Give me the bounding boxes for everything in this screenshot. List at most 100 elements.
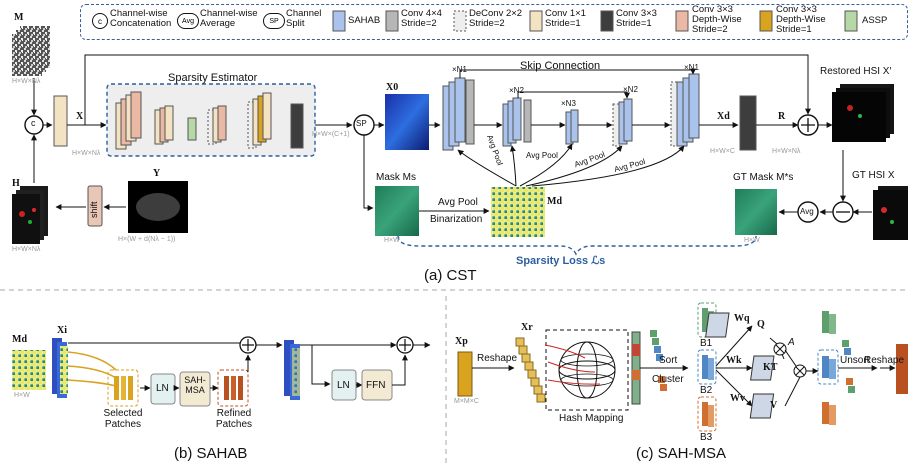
sahmsa-label-sort: Sort (659, 355, 678, 366)
sahab-label-Md: Md (12, 334, 27, 345)
label-X0: X0 (386, 82, 399, 93)
label-H-dims: H×W×Nλ (12, 246, 41, 253)
sahmsa-output (896, 344, 908, 394)
label-X: X (76, 111, 84, 122)
sahab-label-Md-dims: H×W (14, 392, 30, 399)
label-se-dims: H×W×(C+1) (312, 131, 350, 138)
legend-avg-label: Channel-wise Average (200, 8, 258, 29)
hashed-token-bar (631, 331, 641, 405)
legend-concat-label: Channel-wise Concatenation (110, 8, 172, 29)
label-skip-connection: Skip Connection (520, 60, 601, 72)
label-Xd-dims: H×W×C (710, 148, 735, 155)
label-M-dims: H×W×Nλ (12, 78, 41, 85)
label-M: M (14, 12, 24, 23)
sahmsa-label-Xr: Xr (521, 322, 533, 333)
shifted-H-image (12, 186, 48, 244)
label-sparsity-loss: Sparsity Loss ℒs (516, 255, 606, 267)
label-gt-hsi: GT HSI X (852, 170, 895, 181)
sahmsa-Xr-tokens (515, 337, 546, 403)
sahmsa-label-Q: Q (757, 319, 765, 330)
sahmsa-label-hash: Hash Mapping (559, 413, 624, 424)
sahab-output-stack (284, 340, 300, 400)
label-gt-mask: GT Mask M*s (733, 172, 794, 183)
sparsity-estimator-blocks (115, 91, 304, 150)
label-X-dims: H×W×Nλ (72, 150, 101, 157)
mask-Md-grid (491, 187, 545, 237)
legend-sp-symbol: SP (263, 13, 285, 29)
label-n1-right: ×N1 (684, 63, 699, 72)
gt-hsi-image (873, 186, 908, 240)
sorted-tokens (650, 330, 667, 391)
shift-op (87, 185, 103, 227)
label-Y-dims: H×(W + d(Nλ − 1)) (118, 236, 176, 243)
sahab-Xi-stack (52, 338, 68, 398)
label-shift: shift (89, 201, 99, 218)
label-mask-ms: Mask Ms (376, 172, 416, 183)
label-avg-pool-2: Avg Pool (526, 151, 558, 160)
sparsity-loss-brace (397, 235, 757, 256)
caption-sahmsa: (c) SAH-MSA (636, 445, 726, 462)
hash-mapping-box (545, 329, 629, 411)
label-n1-left: ×N1 (452, 65, 467, 74)
sahmsa-label-B1: B1 (700, 338, 713, 349)
sahmsa-label-B3: B3 (700, 432, 713, 443)
sahmsa-label-V: V (770, 400, 778, 411)
sahab-label-ln2: LN (337, 380, 350, 391)
label-R-dims: H×W×Nλ (772, 148, 801, 155)
sahmsa-label-Wq: Wq (734, 313, 750, 324)
sahmsa-label-A: A (788, 337, 795, 348)
output-conv3x3 (739, 95, 757, 151)
label-n3: ×N3 (561, 99, 576, 108)
label-R: R (778, 111, 786, 122)
label-H: H (12, 178, 20, 189)
legend-deconv-label: DeConv 2×2 Stride=2 (469, 8, 523, 29)
label-Md: Md (547, 196, 562, 207)
sahab-label-ffn: FFN (366, 380, 386, 391)
sahmsa-label-Xp: Xp (455, 336, 468, 347)
legend-conv44-label: Conv 4×4 Stride=2 (401, 8, 442, 29)
Q-matrix (705, 312, 730, 338)
label-concat: c (31, 118, 36, 128)
label-sp: SP (356, 119, 367, 128)
label-avg: Avg (800, 207, 814, 216)
legend-conv33-label: Conv 3×3 Stride=1 (616, 8, 657, 29)
legend-dw1-label: Conv 3×3 Depth-Wise Stride=1 (776, 4, 826, 35)
gt-mask-image (735, 189, 777, 235)
label-n2-left: ×N2 (509, 86, 524, 95)
sahab-label-Xi: Xi (57, 325, 67, 336)
legend-concat-symbol: c (92, 13, 108, 29)
sahmsa-label-unsort: Unsort (840, 355, 870, 366)
label-Y: Y (153, 168, 161, 179)
KT-matrix (750, 355, 775, 381)
legend-sp-label: Channel Split (286, 8, 322, 29)
unet-sahab-blocks (442, 73, 700, 151)
label-binarization: Binarization (430, 214, 483, 225)
label-avg-pool-mask: Avg Pool (438, 197, 478, 208)
V-matrix (749, 393, 775, 419)
label-n2-right: ×N2 (623, 85, 638, 94)
legend-avg-symbol: Avg (177, 13, 199, 29)
sahmsa-label-B2: B2 (700, 385, 713, 396)
legend-dw2-label: Conv 3×3 Depth-Wise Stride=2 (692, 4, 742, 35)
mask-Ms-image (375, 186, 419, 236)
legend-assp-label: ASSP (862, 15, 888, 26)
legend-symbols (332, 10, 858, 32)
sahab-label-selected: Selected Patches (103, 408, 143, 430)
input-conv1x1 (53, 95, 68, 147)
sahmsa-Xp-image (457, 351, 473, 397)
unsorted-tokens (842, 340, 855, 393)
sahmsa-label-cluster: Cluster (652, 374, 684, 385)
sahab-label-ln1: LN (156, 383, 169, 394)
sahmsa-label-KT: KT (763, 362, 778, 373)
legend-sahab-label: SAHAB (348, 15, 381, 26)
label-Xd: Xd (717, 111, 730, 122)
mask-M-image (12, 26, 50, 76)
feature-X0-image (385, 94, 429, 150)
caption-sahab: (b) SAHAB (174, 445, 248, 462)
label-sparsity-estimator: Sparsity Estimator (168, 72, 258, 84)
sahmsa-label-Wk: Wk (726, 355, 742, 366)
restored-hsi-image (832, 84, 894, 142)
sahab-label-refined: Refined Patches (215, 408, 253, 430)
sahmsa-label-reshape1: Reshape (477, 353, 518, 364)
